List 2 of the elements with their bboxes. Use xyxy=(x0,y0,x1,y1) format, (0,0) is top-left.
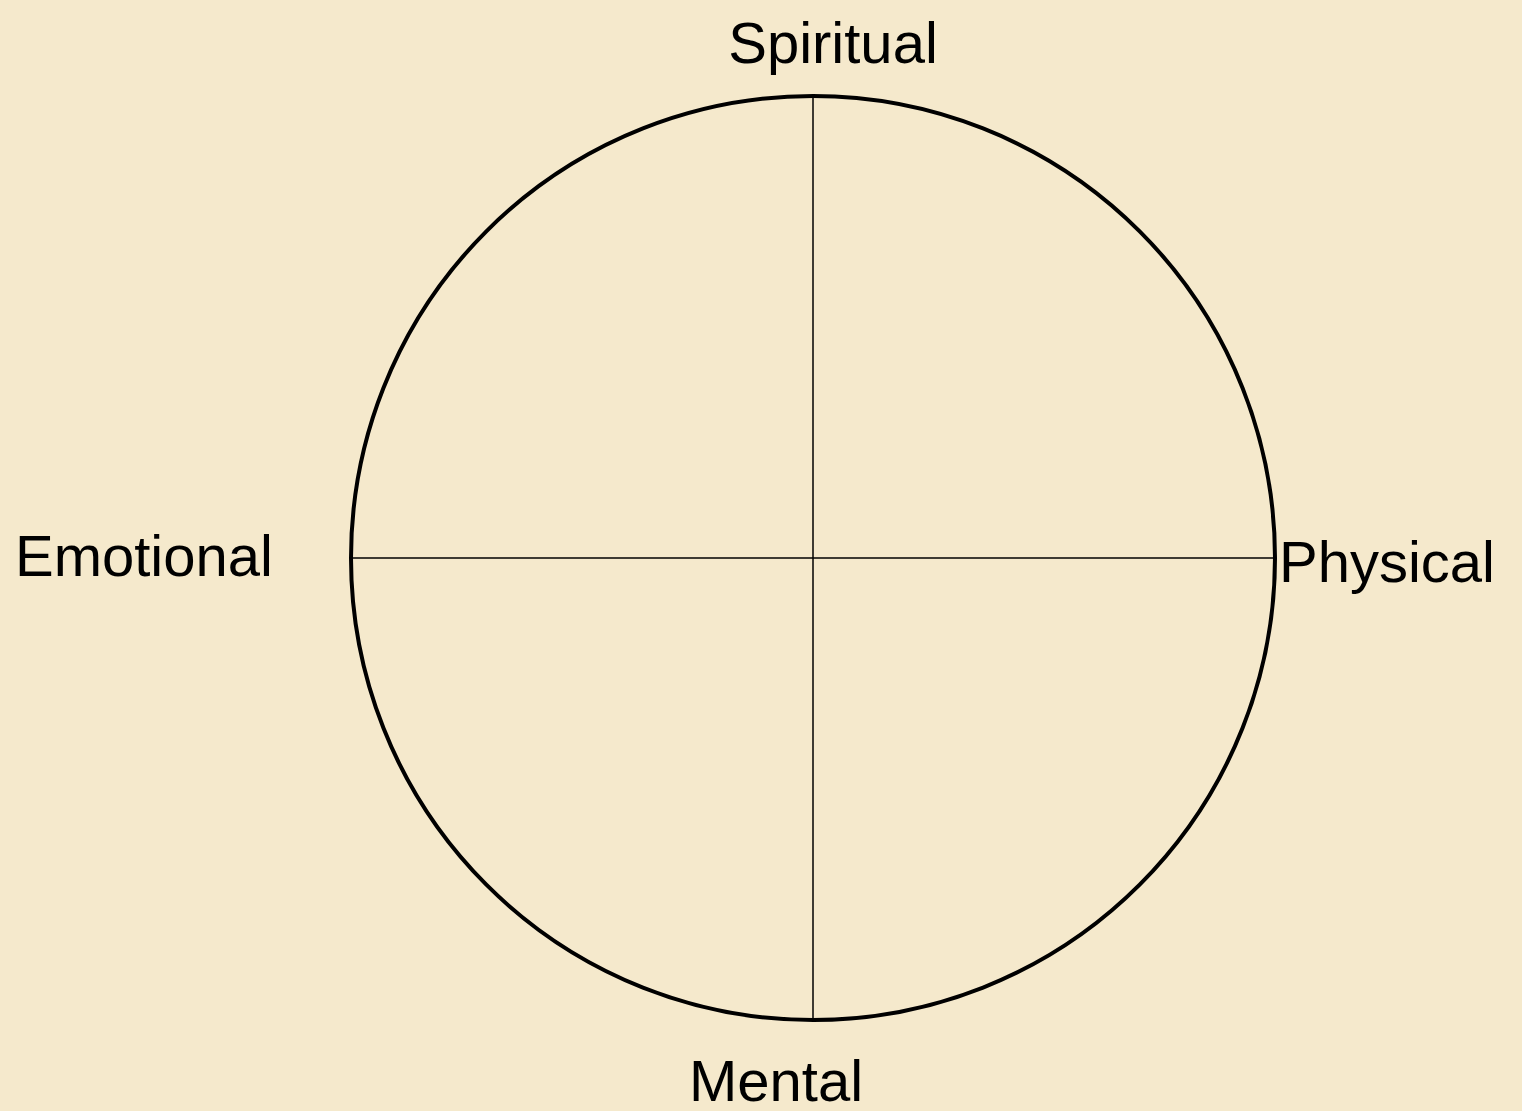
axis-label: Mental xyxy=(688,1052,864,1110)
axis-label: Emotional xyxy=(15,527,273,585)
